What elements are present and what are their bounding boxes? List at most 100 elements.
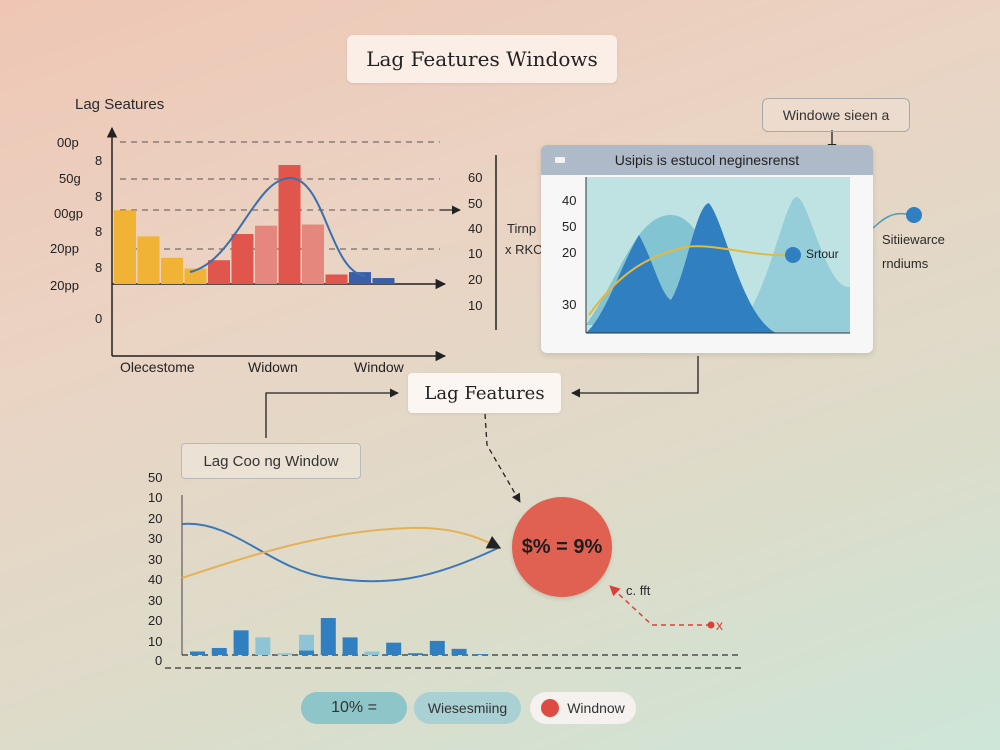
chart1-bar-0 bbox=[114, 210, 136, 284]
chart2-y-tick-3: 30 bbox=[148, 531, 163, 546]
chart2-bar-light-8 bbox=[364, 651, 380, 655]
chart2-y-tick-0: 50 bbox=[148, 470, 163, 485]
middle-axis-tick-4: 20 bbox=[468, 272, 483, 287]
percentage-circle: $% = 9% bbox=[512, 497, 612, 597]
panel-marker-dot bbox=[785, 247, 801, 263]
side-label-line2: rndiums bbox=[882, 256, 929, 271]
chart2-bar-10 bbox=[408, 653, 423, 655]
chart2-bar-6 bbox=[320, 618, 336, 655]
legend-pill-percent: 10% = bbox=[301, 692, 407, 724]
chart1-bar-9 bbox=[325, 274, 348, 284]
panel-area-light-right bbox=[736, 196, 850, 333]
chart2-bar-5 bbox=[299, 650, 314, 655]
chart2-blue-line bbox=[181, 522, 499, 583]
chart1-y-tick-1: 8 bbox=[95, 153, 103, 168]
chart2-bars bbox=[190, 618, 489, 655]
middle-axis-label-line1: Tirnp bbox=[507, 221, 537, 236]
chart1-bar-3 bbox=[184, 268, 207, 284]
panel-y-tick-2: 20 bbox=[562, 245, 577, 260]
chart1-bar-7 bbox=[278, 165, 301, 284]
panel-y-tick-1: 50 bbox=[562, 219, 577, 234]
chart2-bar-11 bbox=[429, 640, 445, 655]
chart1-bar-4 bbox=[208, 260, 230, 284]
legend-pill-smoothing: Wiesesmiing bbox=[414, 692, 521, 724]
chart-window-panel: Usipis is estucol neginesrenst 40 50 20 … bbox=[541, 145, 873, 353]
panel-y-tick-3: 30 bbox=[562, 297, 577, 312]
chart1-x-tick-1: Widown bbox=[248, 359, 298, 375]
chart2-y-tick-9: 0 bbox=[155, 653, 163, 668]
chart2-y-tick-1: 10 bbox=[148, 490, 163, 505]
chart1-bar-11 bbox=[372, 278, 395, 284]
chart2-bar-light-4 bbox=[277, 653, 293, 655]
chart1-x-tick-0: Olecestome bbox=[120, 359, 195, 375]
middle-axis-tick-3: 10 bbox=[468, 246, 483, 261]
panel-header-text: Usipis is estucol neginesrenst bbox=[614, 152, 800, 168]
small-note: c. fft bbox=[626, 583, 651, 598]
chart1-y-tick-3: 8 bbox=[95, 189, 103, 204]
lag-to-circle-connector bbox=[484, 413, 521, 503]
chart2-bar-12 bbox=[451, 648, 467, 655]
chart1-x-tick-2: Window bbox=[354, 359, 404, 375]
chart2-bar-light-3 bbox=[255, 637, 271, 655]
middle-axis-tick-5: 10 bbox=[468, 298, 483, 313]
side-label-line1: Sitiiewarce bbox=[882, 232, 945, 247]
chart1-bar-6 bbox=[255, 225, 277, 284]
chart1-y-tick-8: 20pp bbox=[50, 278, 79, 293]
panel-area-dark bbox=[586, 203, 776, 333]
chart1-trend-line bbox=[189, 176, 366, 277]
chart1-y-tick-4: 00gp bbox=[54, 206, 83, 221]
page-title: Lag Features Windows bbox=[347, 35, 617, 83]
chart2-bar-0 bbox=[190, 651, 205, 655]
chart2-y-tick-6: 30 bbox=[148, 593, 163, 608]
chart1-bar-1 bbox=[137, 236, 160, 284]
panel-marker-label: Srtour bbox=[806, 247, 839, 261]
callout-box: Windowe sieen a bbox=[762, 98, 910, 132]
chart1-bar-2 bbox=[161, 257, 183, 284]
middle-axis-tick-0: 60 bbox=[468, 170, 483, 185]
panel-to-lag-connector bbox=[571, 356, 699, 398]
red-dot-icon bbox=[541, 699, 560, 717]
panel-chart bbox=[585, 177, 850, 334]
chart1-y-tick-2: 50g bbox=[59, 171, 81, 186]
chart2-orange-line bbox=[181, 526, 502, 579]
chart2-y-tick-5: 40 bbox=[148, 572, 163, 587]
chart1-label: Lag Seatures bbox=[75, 96, 165, 113]
chart2-axes bbox=[165, 495, 742, 669]
chart2-bar-13 bbox=[473, 654, 489, 655]
side-marker-dot bbox=[906, 207, 922, 223]
chart2-y-tick-8: 10 bbox=[148, 634, 163, 649]
chart2-bar-9 bbox=[386, 642, 402, 655]
red-x-mark: x bbox=[716, 617, 723, 633]
chart2-y-tick-7: 20 bbox=[148, 613, 163, 628]
chart2-bar-2 bbox=[233, 630, 249, 655]
chart1-y-tick-0: 00p bbox=[57, 135, 79, 150]
chart1-bar-8 bbox=[302, 224, 324, 284]
lag-cooling-window-box: Lag Coo ng Window bbox=[181, 443, 361, 479]
chart2-bar-1 bbox=[211, 647, 227, 655]
chart1-y-tick-7: 8 bbox=[95, 260, 103, 275]
chart1-y-tick-5: 8 bbox=[95, 224, 103, 239]
middle-axis-tick-1: 50 bbox=[468, 196, 483, 211]
chart2-y-tick-4: 30 bbox=[148, 552, 163, 567]
lag-features-box: Lag Features bbox=[408, 373, 561, 413]
red-dashed-connector bbox=[609, 585, 711, 626]
legend-pill-window-label: Windnow bbox=[567, 700, 625, 716]
chart1-y-tick-6: 20pp bbox=[50, 241, 79, 256]
chart1-bar-10 bbox=[349, 272, 371, 284]
red-end-dot bbox=[707, 621, 715, 629]
chart1-bars bbox=[114, 165, 395, 284]
panel-header: Usipis is estucol neginesrenst bbox=[541, 145, 873, 175]
panel-yellow-line bbox=[588, 245, 792, 316]
chart1-y-tick-9: 0 bbox=[95, 311, 103, 326]
chart2-bar-light-5 bbox=[299, 634, 314, 655]
panel-y-tick-0: 40 bbox=[562, 193, 577, 208]
legend-pill-window: Windnow bbox=[530, 692, 636, 724]
chart2-y-tick-2: 20 bbox=[148, 511, 163, 526]
middle-axis-label-line2: x RKC bbox=[505, 242, 543, 257]
chart1-bar-5 bbox=[231, 234, 254, 284]
window-control-icon bbox=[555, 157, 565, 163]
middle-axis-tick-2: 40 bbox=[468, 221, 483, 236]
chart2-bar-7 bbox=[342, 637, 358, 655]
cooling-to-lag-connector bbox=[265, 388, 399, 438]
